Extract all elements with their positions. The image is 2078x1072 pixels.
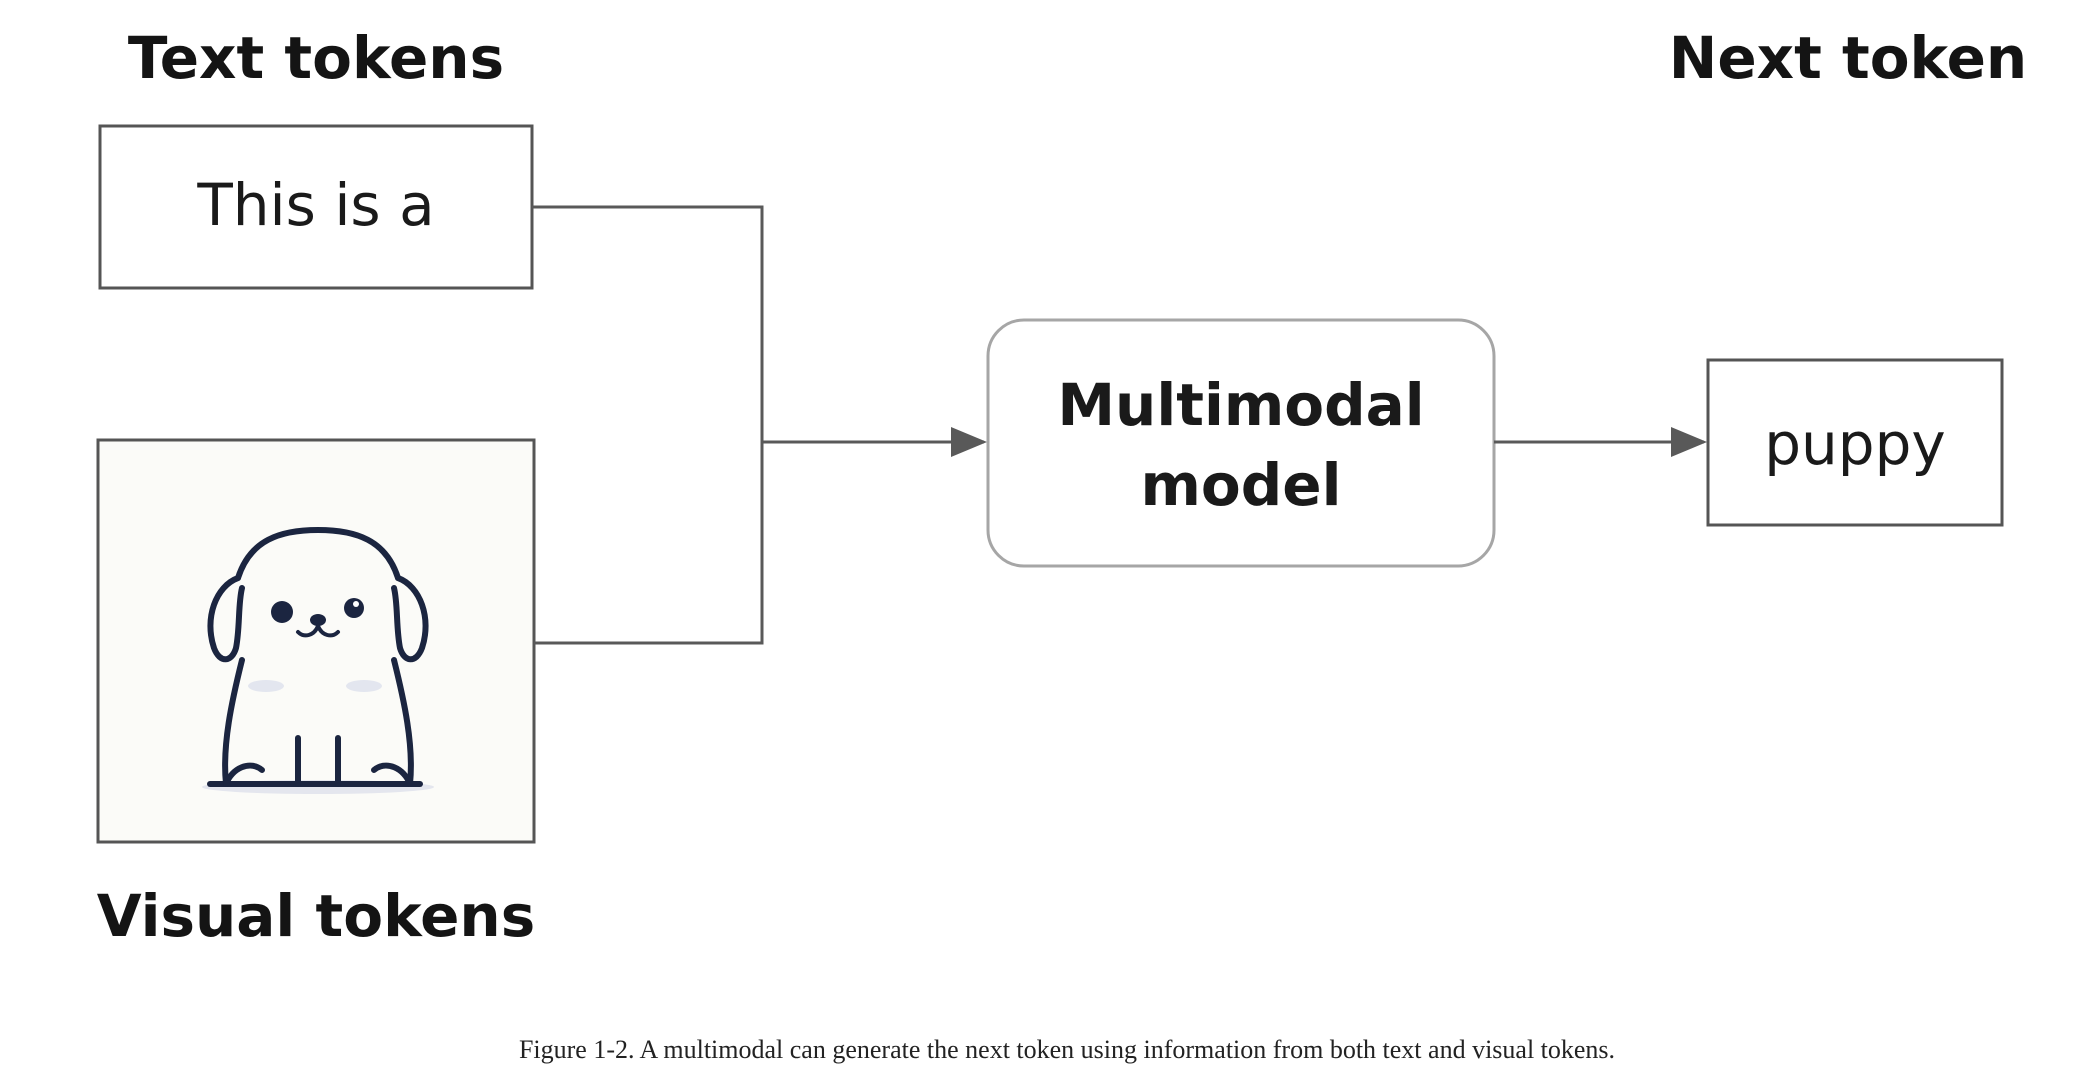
visual-tokens-heading: Visual tokens	[97, 882, 536, 950]
multimodal-model-box: Multimodal model	[986, 318, 1496, 568]
text-input-label: This is a	[196, 171, 434, 239]
output-token-label: puppy	[1764, 410, 1946, 478]
visual-input-box	[96, 438, 536, 844]
puppy-icon	[202, 527, 434, 794]
text-input-box: This is a	[98, 124, 534, 290]
next-token-heading: Next token	[1669, 24, 2027, 92]
text-tokens-heading: Text tokens	[128, 24, 504, 92]
model-label-line1: Multimodal	[1057, 371, 1424, 439]
figure-caption: Figure 1-2. A multimodal can generate th…	[519, 1035, 1615, 1064]
model-label-line2: model	[1140, 451, 1341, 519]
output-token-box: puppy	[1706, 358, 2004, 527]
input-connector	[532, 205, 987, 645]
